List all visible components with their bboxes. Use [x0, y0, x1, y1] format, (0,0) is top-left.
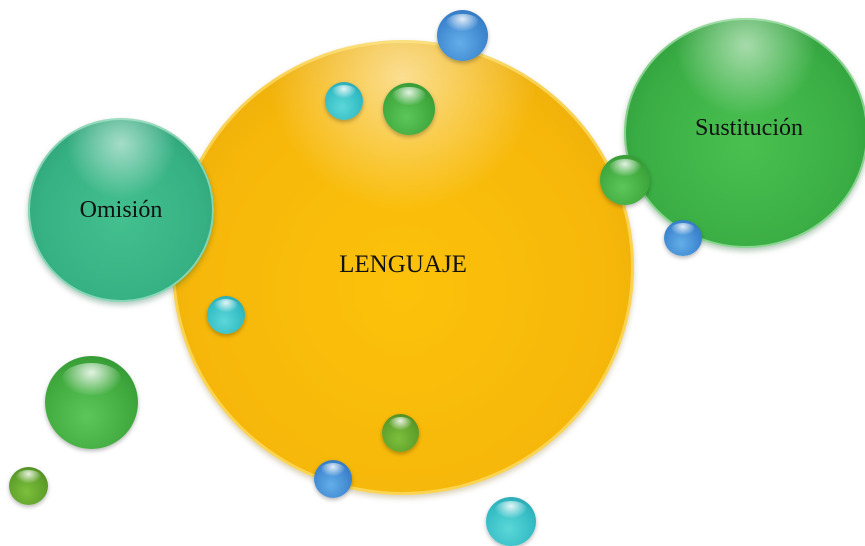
decorative-dot [486, 497, 536, 546]
decorative-dot [314, 460, 352, 498]
decorative-dot [383, 83, 435, 135]
bubble-sustitucion: Sustitución [624, 18, 865, 248]
decorative-dot [664, 220, 702, 256]
decorative-dot [382, 414, 419, 452]
decorative-dot [437, 10, 488, 61]
decorative-dot [45, 356, 138, 449]
decorative-dot [325, 82, 363, 120]
decorative-dot [600, 155, 650, 205]
bubble-omision: Omisión [28, 118, 214, 302]
decorative-dot [207, 296, 245, 334]
center-bubble-label: LENGUAJE [339, 250, 467, 278]
decorative-dot [9, 467, 48, 505]
bubble-omision-label: Omisión [79, 196, 163, 223]
bubble-sustitucion-label: Sustitución [694, 114, 803, 141]
